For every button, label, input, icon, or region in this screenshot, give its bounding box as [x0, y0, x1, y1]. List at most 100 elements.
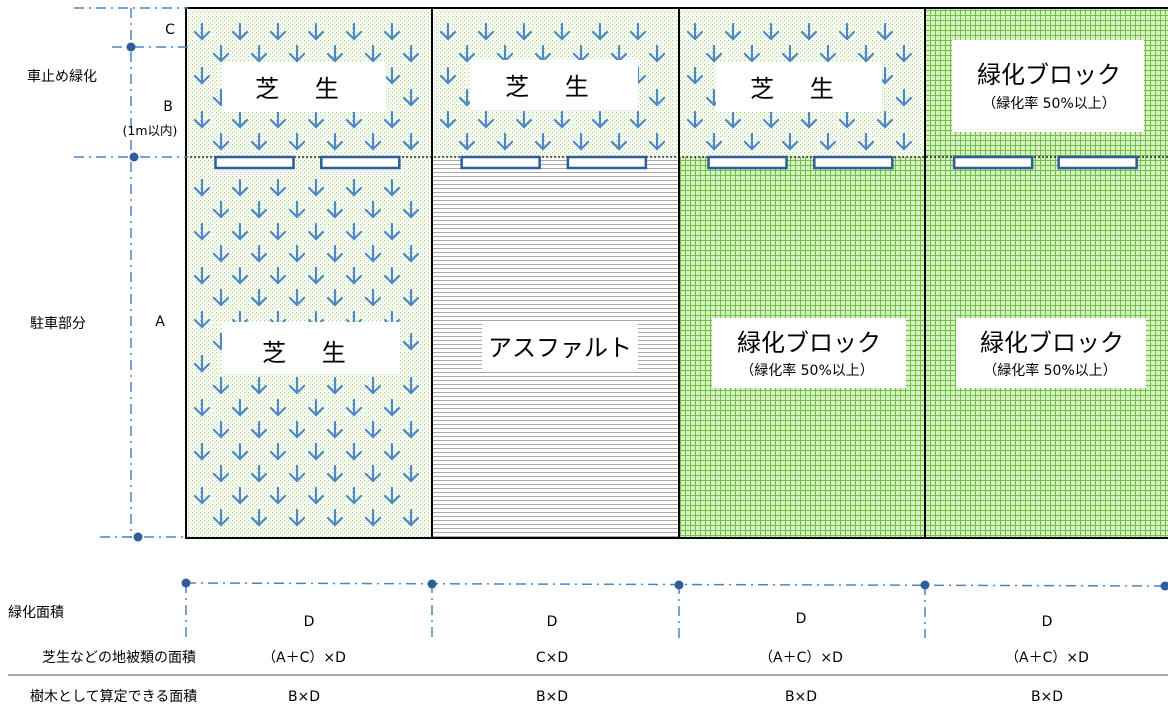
width-label-d: D — [1042, 614, 1053, 630]
grass-arrow — [250, 288, 268, 307]
grass-arrow — [724, 110, 742, 129]
grass-arrow — [193, 354, 211, 373]
grass-arrow — [648, 44, 666, 63]
panel4-top-note: （緑化率 50%以上） — [982, 95, 1116, 112]
grass-arrow — [477, 22, 495, 41]
grass-arrow — [402, 288, 420, 307]
grass-arrow — [383, 442, 401, 461]
grass-arrow — [345, 22, 363, 41]
grass-arrow — [269, 486, 287, 505]
grass-arrow — [496, 132, 514, 151]
groundcover-value: （A＋C）×D — [1005, 650, 1089, 666]
grass-arrow — [307, 442, 325, 461]
grass-arrow — [231, 22, 249, 41]
car-stopper — [460, 155, 541, 170]
grass-arrow — [231, 222, 249, 241]
grass-arrow — [458, 132, 476, 151]
label-box — [712, 318, 906, 388]
grass-arrow — [515, 110, 533, 129]
panel3-top-label: 芝 生 — [750, 75, 848, 103]
grass-arrow — [857, 132, 875, 151]
grass-arrow — [326, 376, 344, 395]
grass-arrow — [439, 110, 457, 129]
groundcover-value: （A＋C）×D — [759, 650, 843, 666]
grass-arrow — [193, 66, 211, 85]
grass-arrow — [402, 44, 420, 63]
grass-arrow — [781, 44, 799, 63]
grass-arrow — [364, 464, 382, 483]
panel3-main-label: 緑化ブロック — [737, 329, 881, 357]
grass-arrow — [345, 486, 363, 505]
grass-arrow — [288, 508, 306, 527]
grass-arrow — [364, 508, 382, 527]
grass-arrow — [572, 132, 590, 151]
dimension-dot — [1160, 581, 1168, 591]
grass-arrow — [326, 464, 344, 483]
grass-arrow — [269, 22, 287, 41]
tree-value: B×D — [536, 689, 568, 705]
grass-arrow — [231, 110, 249, 129]
grass-arrow — [364, 200, 382, 219]
grass-arrow — [876, 110, 894, 129]
grass-arrow — [838, 110, 856, 129]
grass-arrow — [781, 132, 799, 151]
grass-arrow — [383, 486, 401, 505]
panel2-top-label: 芝 生 — [505, 73, 603, 101]
groundcover-value: （A＋C）×D — [262, 650, 346, 666]
grass-arrow — [269, 398, 287, 417]
grass-arrow — [534, 132, 552, 151]
grass-arrow — [383, 110, 401, 129]
grass-arrow — [876, 22, 894, 41]
left-labels: C 車止め緑化 B (1m以内) 駐車部分 A — [27, 22, 177, 332]
label-box — [482, 322, 638, 372]
grass-arrow — [402, 420, 420, 439]
grass-arrow — [288, 376, 306, 395]
grass-arrow — [193, 110, 211, 129]
grass-arrow — [364, 244, 382, 263]
grass-arrow — [762, 110, 780, 129]
grass-arrow — [307, 110, 325, 129]
grass-arrow — [686, 66, 704, 85]
grass-arrow — [345, 178, 363, 197]
grass-arrow — [439, 66, 457, 85]
grass-arrow — [402, 132, 420, 151]
grass-arrow — [819, 44, 837, 63]
grass-arrow — [212, 132, 230, 151]
grass-arrow — [364, 420, 382, 439]
grass-arrow — [402, 200, 420, 219]
grass-arrow — [288, 44, 306, 63]
tree-value: B×D — [1031, 689, 1063, 705]
grass-arrow — [762, 22, 780, 41]
grass-arrow — [364, 44, 382, 63]
grass-arrow — [212, 244, 230, 263]
panel4-main-label: 緑化ブロック — [980, 329, 1124, 357]
car-stopper — [813, 155, 894, 170]
grass-arrow — [326, 200, 344, 219]
width-dimension: D D D D — [181, 578, 1168, 638]
grass-arrow — [307, 22, 325, 41]
grass-arrow — [724, 22, 742, 41]
grass-arrow — [231, 266, 249, 285]
grass-arrow — [383, 22, 401, 41]
grass-arrow — [193, 310, 211, 329]
grass-arrow — [307, 266, 325, 285]
car-stopper — [707, 155, 788, 170]
grass-arrow — [212, 288, 230, 307]
grass-arrow — [345, 110, 363, 129]
grass-arrow — [193, 442, 211, 461]
dimension-dot — [674, 580, 684, 590]
grass-arrow — [269, 178, 287, 197]
grass-arrow — [383, 222, 401, 241]
grass-arrow — [231, 486, 249, 505]
panel1-top-label: 芝 生 — [255, 75, 353, 103]
grass-arrow — [231, 398, 249, 417]
label-b: B — [163, 99, 173, 115]
row-label-groundcover: 芝生などの地被類の面積 — [42, 650, 196, 666]
grass-arrow — [212, 44, 230, 63]
width-label-d: D — [547, 614, 558, 630]
grass-arrow — [857, 44, 875, 63]
grass-arrow — [307, 178, 325, 197]
grass-arrow — [705, 132, 723, 151]
label-b-note: (1m以内) — [123, 123, 178, 138]
grass-arrow — [439, 22, 457, 41]
